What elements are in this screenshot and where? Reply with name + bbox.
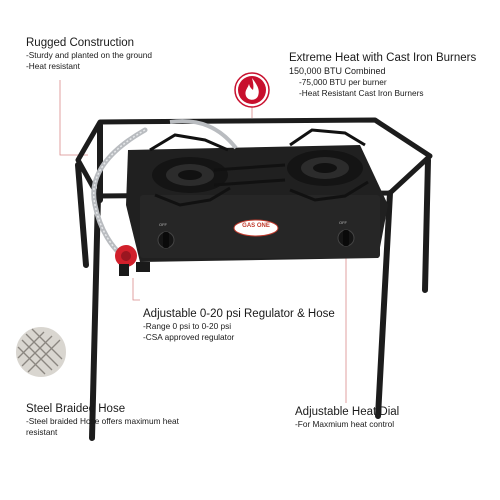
callout-heat-dial: Adjustable Heat Dial -For Maxmium heat c… — [295, 405, 399, 430]
callout-line: -Steel braided Hose offers maximum heat — [26, 416, 179, 426]
brand-logo — [233, 219, 279, 237]
callout-regulator: Adjustable 0-20 psi Regulator & Hose -Ra… — [143, 307, 335, 343]
callout-title: Extreme Heat with Cast Iron Burners — [289, 52, 477, 64]
callout-title: Adjustable 0-20 psi Regulator & Hose — [143, 308, 335, 320]
callout-line: resistant — [26, 427, 58, 437]
left-knob-label: OFF — [159, 222, 167, 227]
callout-line: -Heat Resistant Cast Iron Burners — [299, 88, 424, 98]
callout-rugged-construction: Rugged Construction -Sturdy and planted … — [26, 36, 152, 72]
left-burner — [152, 157, 228, 193]
left-control-knob — [157, 231, 175, 249]
callout-subtitle: 150,000 BTU Combined — [289, 66, 386, 76]
burner-grates — [149, 128, 369, 207]
brand-logo-text: GAS ONE — [242, 223, 270, 229]
braided-hose-sheen — [93, 129, 146, 259]
flame-icon — [234, 72, 270, 108]
callout-title: Steel Braided Hose — [26, 403, 126, 415]
callout-line: -CSA approved regulator — [143, 332, 235, 342]
callout-extreme-heat: Extreme Heat with Cast Iron Burners 150,… — [289, 51, 476, 99]
braided-hose-detail — [14, 325, 68, 379]
gas-pipe — [169, 119, 238, 150]
regulator — [115, 245, 150, 276]
callout-line: -For Maxmium heat control — [295, 419, 395, 429]
callout-line: -Heat resistant — [26, 61, 80, 71]
right-control-knob — [337, 229, 355, 247]
leader-rugged — [59, 80, 88, 156]
callout-line: -Sturdy and planted on the ground — [26, 50, 152, 60]
callout-title: Rugged Construction — [26, 37, 135, 49]
right-burner — [287, 150, 363, 186]
callout-title: Adjustable Heat Dial — [295, 406, 400, 418]
callout-line: -Range 0 psi to 0-20 psi — [143, 321, 232, 331]
stove-legs — [75, 122, 431, 441]
callout-line: -75,000 BTU per burner — [299, 77, 387, 87]
callout-steel-braided-hose: Steel Braided Hose -Steel braided Hose o… — [26, 402, 179, 438]
right-knob-label: OFF — [339, 220, 347, 225]
leader-regulator — [132, 278, 140, 301]
